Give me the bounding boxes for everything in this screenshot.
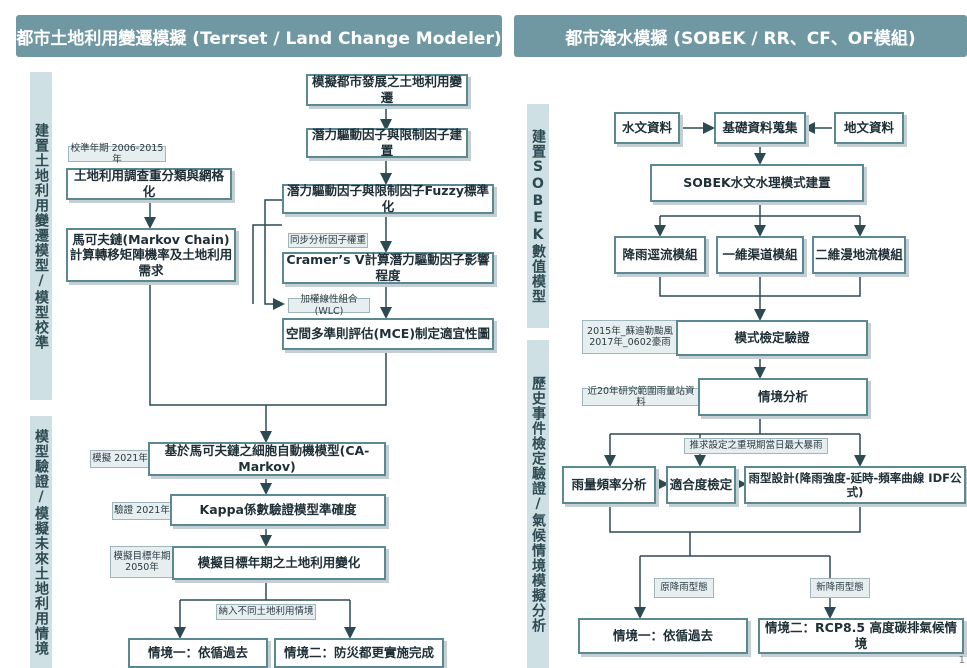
simulate-2021-tag: 模擬 2021年 [90,450,150,468]
right-stage-label-bottom: 歷史事件檢定驗證/氣候情境模擬分析 [527,340,549,668]
rain-pattern-design-box: 雨型設計(降雨強度-延時-頻率曲線 IDF公式) [744,466,966,504]
rain-station-data-tag: 近20年研究範圍雨量站資料 [582,386,700,408]
landuse-scenarios-tag: 納入不同土地利用情境 [216,604,316,620]
left-stage-label-top: 建置土地利用變遷模型/模型校準 [30,72,52,400]
wlc-tag: 加權線性組合(WLC) [288,294,370,317]
return-period-rain-tag: 推求設定之重現期當日最大暴雨 [684,438,828,454]
new-rain-pattern-tag: 新降雨型態 [810,578,870,598]
cramers-v-box: Cramer’s V計算潛力驅動因子影響程度 [282,252,494,284]
target-landuse-change-box: 模擬目標年期之土地利用變化 [172,546,386,580]
scenario-analysis-box: 情境分析 [698,378,868,416]
right-panel-header: 都市淹水模擬 (SOBEK / RR、CF、OF模組) [514,15,967,57]
overland-2d-module-box: 二維漫地流模組 [812,236,906,274]
target-year-tag: 模擬目標年期 2050年 [110,546,174,578]
landuse-reclassify-box: 土地利用調查重分類與網格化 [66,168,232,200]
rainfall-runoff-module-box: 降雨逕流模組 [614,236,706,274]
left-scenario-two-box: 情境二：防災都更實施完成 [274,638,444,668]
channel-1d-module-box: 一維渠道模組 [716,236,804,274]
original-rain-pattern-tag: 原降雨型態 [654,578,714,598]
simulate-urban-landuse-box: 模擬都市發展之土地利用變遷 [306,74,468,106]
factor-weight-tag: 同步分析因子權重 [288,233,368,248]
kappa-validation-box: Kappa係數驗證模型準確度 [170,494,386,526]
right-scenario-two-box: 情境二：RCP8.5 高度碳排氣候情境 [758,618,964,654]
page-number: 1 [958,655,965,666]
fuzzy-standardization-box: 潛力驅動因子與限制因子Fuzzy標準化 [282,183,494,214]
geographic-data-box: 地文資料 [834,112,904,144]
left-stage-label-bottom: 模型驗證/模擬未來土地利用情境 [30,416,52,668]
goodness-of-fit-box: 適合度檢定 [666,466,736,504]
sobek-model-build-box: SOBEK水文水理模式建置 [650,164,864,202]
calibration-events-tag: 2015年_蘇迪勒颱風 2017年_0602豪雨 [582,320,678,354]
left-scenario-one-box: 情境一：依循過去 [128,638,268,668]
hydrology-data-box: 水文資料 [614,112,680,144]
markov-chain-box: 馬可夫鏈(Markov Chain)計算轉移矩陣機率及土地利用需求 [66,228,236,282]
right-stage-label-top: 建置SOBEK數值模型 [527,104,549,328]
ca-markov-box: 基於馬可夫鏈之細胞自動機模型(CA-Markov) [148,442,386,476]
rainfall-frequency-box: 雨量頻率分析 [562,466,656,504]
calibration-period-tag: 校準年期 2006-2015年 [68,143,166,165]
validate-2021-tag: 驗證 2021年 [112,502,172,520]
right-scenario-one-box: 情境一：依循過去 [578,618,748,654]
driving-factors-box: 潛力驅動因子與限制因子建置 [306,127,468,158]
left-panel-header: 都市土地利用變遷模擬 (Terrset / Land Change Modele… [16,15,502,57]
basic-data-collection-box: 基礎資料蒐集 [714,112,806,144]
model-calibration-box: 模式檢定驗證 [676,320,868,356]
mce-suitability-box: 空間多準則評估(MCE)制定適宜性圖 [282,318,494,350]
